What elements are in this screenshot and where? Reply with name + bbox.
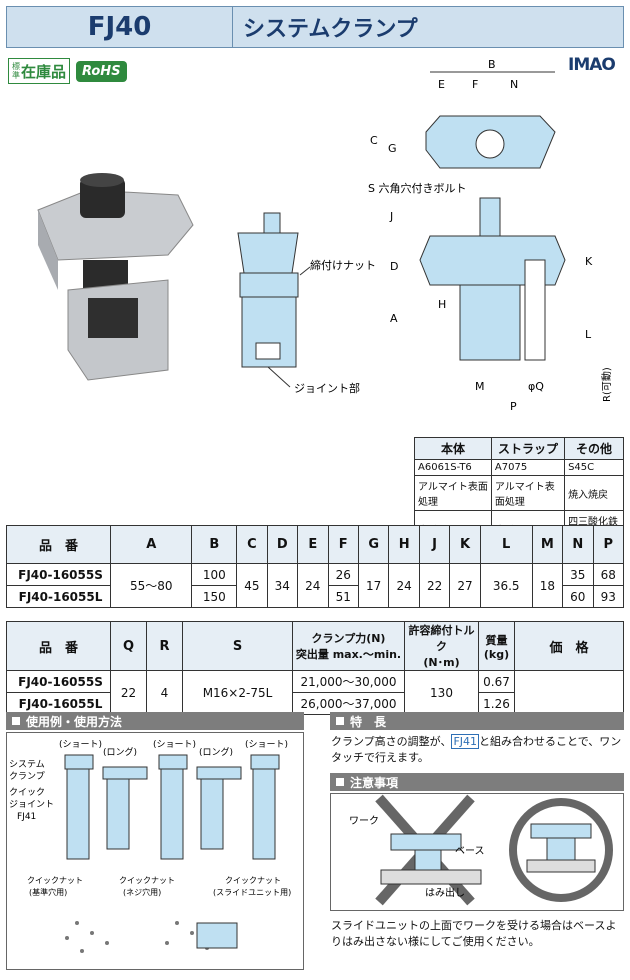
- svg-text:N: N: [510, 78, 518, 91]
- spec-table-2: 品 番 Q R S クランプ力(N)突出量 max.～min. 許容締付トルク(…: [6, 621, 624, 715]
- svg-text:(ロング): (ロング): [103, 746, 137, 758]
- dimension-drawing: B E F N C G S 六角穴付きボルト J D K A H L M φQ …: [368, 60, 613, 413]
- product-name: システムクランプ: [233, 7, 623, 47]
- table-row: FJ40-16055S: [6, 670, 111, 693]
- svg-text:ワーク: ワーク: [349, 815, 379, 827]
- features-section-title: 特 長: [330, 712, 624, 730]
- svg-text:H: H: [438, 298, 446, 311]
- stock-badge: 標準 在庫品: [8, 58, 71, 84]
- svg-text:φQ: φQ: [528, 380, 544, 393]
- badges: 標準 在庫品 RoHS: [8, 58, 127, 84]
- caution-section-title: 注意事項: [330, 773, 624, 791]
- svg-text:はみ出し: はみ出し: [425, 886, 465, 899]
- title-bar: FJ40 システムクランプ: [6, 6, 624, 48]
- table-row: FJ40-16055L: [6, 585, 111, 608]
- svg-text:(基準穴用): (基準穴用): [29, 887, 67, 897]
- caution-note: スライドユニットの上面でワークを受ける場合はベースよりはみ出さない様にしてご使用…: [331, 919, 617, 948]
- svg-text:システム: システム: [9, 759, 45, 770]
- svg-text:G: G: [388, 142, 397, 155]
- svg-text:M: M: [475, 380, 485, 393]
- bolt-label: S 六角穴付きボルト: [368, 181, 466, 195]
- svg-text:L: L: [585, 328, 592, 341]
- svg-text:K: K: [585, 255, 593, 268]
- svg-text:クイックナット: クイックナット: [225, 876, 281, 885]
- svg-text:D: D: [390, 260, 398, 273]
- product-code: FJ40: [7, 7, 233, 47]
- svg-text:(ショート): (ショート): [59, 740, 102, 750]
- svg-text:ベース: ベース: [455, 845, 485, 857]
- svg-text:C: C: [370, 134, 378, 147]
- svg-text:クイックナット: クイックナット: [27, 876, 83, 885]
- rohs-badge: RoHS: [76, 60, 127, 82]
- fj41-link[interactable]: FJ41: [451, 734, 480, 749]
- svg-text:J: J: [389, 210, 393, 223]
- svg-text:クイックナット: クイックナット: [119, 876, 175, 885]
- table-row: FJ40-16055L: [6, 692, 111, 715]
- svg-text:P: P: [510, 400, 517, 413]
- nut-label: 締付けナット: [310, 258, 376, 272]
- svg-text:R(可動): R(可動): [600, 367, 613, 402]
- svg-text:(ショート): (ショート): [245, 740, 288, 750]
- svg-text:A: A: [390, 312, 398, 325]
- table-row: FJ40-16055S: [6, 563, 111, 586]
- svg-text:B: B: [488, 60, 496, 71]
- svg-text:F: F: [472, 78, 478, 91]
- svg-text:E: E: [438, 78, 445, 91]
- svg-text:(スライドユニット用): (スライドユニット用): [213, 888, 291, 897]
- svg-text:クイック: クイック: [9, 787, 45, 798]
- svg-text:クランプ: クランプ: [9, 771, 45, 782]
- svg-text:(ロング): (ロング): [199, 746, 233, 758]
- svg-text:(ネジ穴用): (ネジ穴用): [123, 887, 161, 897]
- usage-section-title: 使用例・使用方法: [6, 712, 304, 730]
- svg-text:FJ41: FJ41: [17, 812, 36, 822]
- brand-logo: IMAO: [568, 55, 616, 75]
- svg-text:ジョイント: ジョイント: [9, 800, 54, 810]
- caution-panel: [330, 793, 624, 911]
- product-photo: [37, 173, 194, 381]
- caution-illustration: ワーク ベース はみ出し: [349, 794, 613, 906]
- joint-label: ジョイント部: [294, 381, 360, 395]
- usage-panel: [6, 732, 304, 970]
- side-drawing: 締付けナット ジョイント部: [237, 212, 376, 395]
- svg-text:(ショート): (ショート): [153, 740, 196, 750]
- usage-illustration: (ショート) (ロング) (ショート) (ロング) (ショート) システム クラ…: [9, 740, 291, 953]
